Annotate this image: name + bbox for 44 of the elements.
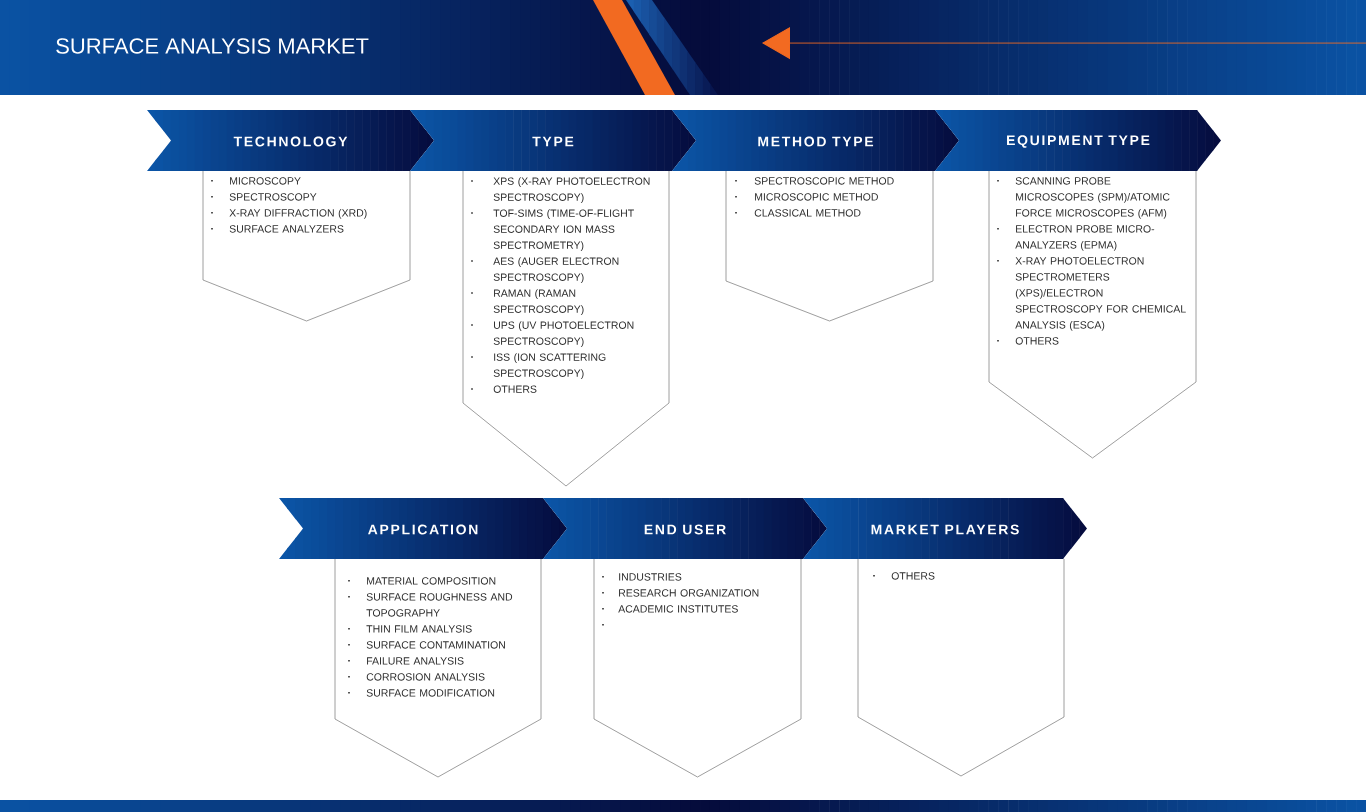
list-panel [857,558,1065,777]
list-panel [988,170,1197,459]
category-heading: MARKET PLAYERS [871,524,1019,535]
category-heading: EQUIPMENT TYPE [1007,135,1150,148]
list-item: SCANNING PROBE MICROSCOPES (SPM)/ATOMIC FORCE MICROSCOPES (AFM) [1015,177,1170,219]
category-heading: APPLICATION [368,524,478,535]
list-item: SURFACE ROUGHNESS AND TOPOGRAPHY [366,593,513,617]
list-item: SURFACE CONTAMINATION [366,641,505,649]
list-item: ACADEMIC INSTITUTES [618,605,738,613]
list-item: X-RAY PHOTOELECTRON SPECTROMETERS (XPS)/ELECTRON SPECTROSCOPY FOR CHEMICAL ANALYSIS (ESCA) [1015,257,1186,331]
list-item: XPS (X-RAY PHOTOELECTRON SPECTROSCOPY) [493,177,650,203]
list-panel [202,170,411,322]
list-item: MICROSCOPY [230,177,301,185]
list-item: OTHERS [1015,337,1059,345]
list-item: SPECTROSCOPY [229,193,317,201]
list-item: MATERIAL COMPOSITION [367,577,496,585]
list-item: CORROSION ANALYSIS [366,673,485,681]
list-item: INDUSTRIES [619,573,682,581]
list-item: OTHERS [891,572,935,580]
list-item: CLASSICAL METHOD [754,209,861,217]
list-item: SURFACE MODIFICATION [366,689,495,697]
list-item: OTHERS [493,385,537,393]
list-item: MICROSCOPIC METHOD [755,193,878,201]
category-heading: METHOD TYPE [758,136,874,147]
list-panel [462,170,670,487]
list-panel [334,558,542,778]
list-item: RESEARCH ORGANIZATION [619,589,759,597]
list-item: ISS (ION SCATTERING SPECTROSCOPY) [493,353,606,379]
list-panel [725,170,934,322]
list-item: UPS (UV PHOTOELECTRON SPECTROSCOPY) [493,321,634,347]
title: SURFACE ANALYSIS MARKET [56,38,369,54]
category-heading: TYPE [532,136,574,147]
list-item: X-RAY DIFFRACTION (XRD) [229,208,367,219]
list-item: ELECTRON PROBE MICRO-ANALYZERS (EPMA) [1015,225,1155,251]
list-panel [593,558,802,778]
list-item: RAMAN (RAMAN SPECTROSCOPY) [493,289,584,315]
category-heading: TECHNOLOGY [233,136,348,147]
list-item: FAILURE ANALYSIS [367,657,464,665]
list-item: SURFACE ANALYZERS [229,225,344,233]
list-item: TOF-SIMS (TIME-OF-FLIGHT SECONDARY ION MASS SPECTROMETRY) [493,209,634,251]
category-heading: END USER [644,524,726,535]
list-item: THIN FILM ANALYSIS [366,625,472,633]
list-item: SPECTROSCOPIC METHOD [754,177,894,185]
list-item: AES (AUGER ELECTRON SPECTROSCOPY) [493,257,619,283]
